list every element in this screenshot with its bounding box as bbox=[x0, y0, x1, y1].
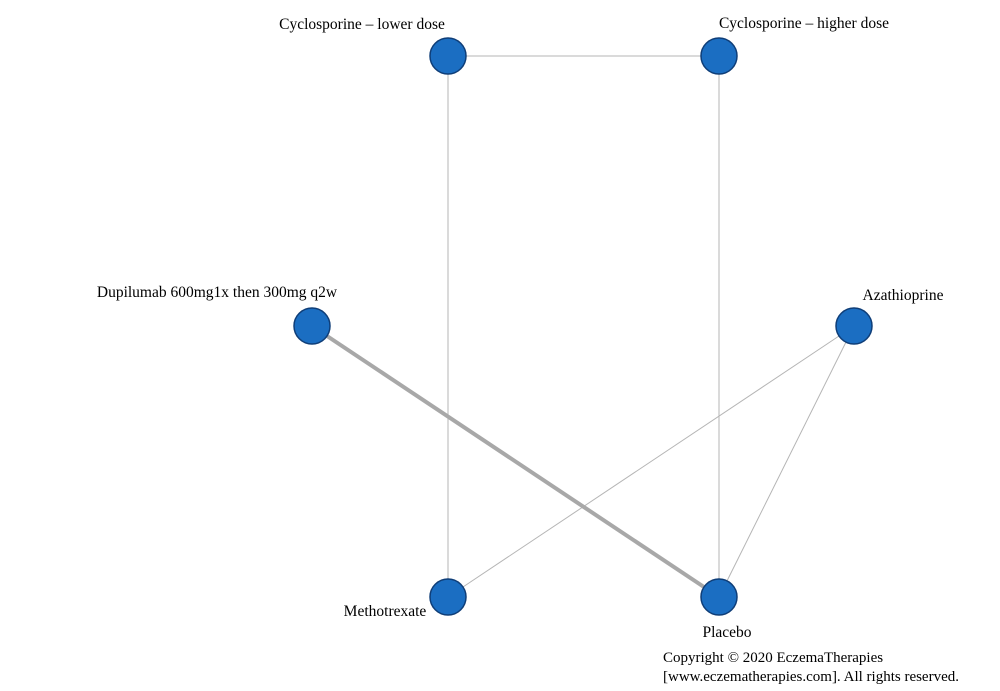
node-cyclosporine-higher bbox=[700, 37, 738, 75]
edge-azathioprine-methotrexate bbox=[447, 325, 855, 598]
node-label-cyclosporine-higher: Cyclosporine – higher dose bbox=[719, 15, 889, 32]
node-dupilumab bbox=[293, 307, 331, 345]
node-label-methotrexate: Methotrexate bbox=[344, 603, 427, 620]
node-cyclosporine-lower bbox=[429, 37, 467, 75]
node-label-cyclosporine-lower: Cyclosporine – lower dose bbox=[279, 16, 445, 33]
node-placebo bbox=[700, 578, 738, 616]
node-label-azathioprine: Azathioprine bbox=[863, 287, 944, 304]
node-azathioprine bbox=[835, 307, 873, 345]
copyright-line2: [www.eczematherapies.com]. All rights re… bbox=[663, 668, 959, 685]
node-label-placebo: Placebo bbox=[702, 624, 751, 641]
node-label-dupilumab: Dupilumab 600mg1x then 300mg q2w bbox=[97, 284, 338, 301]
node-methotrexate bbox=[429, 578, 467, 616]
edge-azathioprine-placebo bbox=[718, 325, 855, 598]
edge-dupilumab-placebo bbox=[310, 324, 721, 599]
copyright-notice: Copyright © 2020 EczemaTherapies [www.ec… bbox=[663, 649, 959, 687]
copyright-line1: Copyright © 2020 EczemaTherapies bbox=[663, 650, 884, 666]
